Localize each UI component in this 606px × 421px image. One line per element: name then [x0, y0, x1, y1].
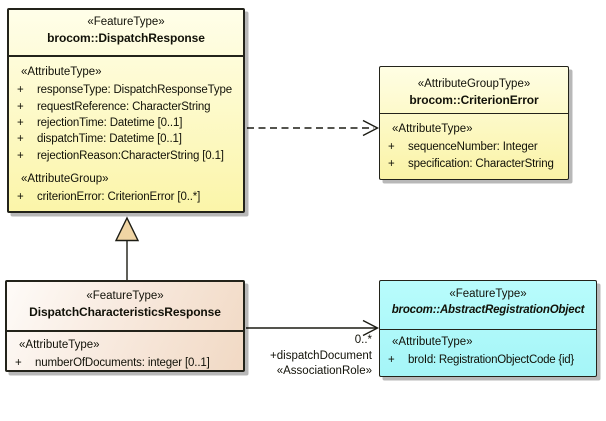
- visibility-marker: +: [17, 133, 24, 146]
- class-name: DispatchCharacteristicsResponse: [29, 305, 221, 319]
- attributes-compartment: «AttributeType» + responseType: Dispatch…: [9, 55, 243, 205]
- attribute-group-heading: «AttributeGroup»: [21, 172, 109, 185]
- class-dispatch-characteristics-response[interactable]: «FeatureType» DispatchCharacteristicsRes…: [5, 280, 245, 372]
- visibility-marker: +: [388, 354, 395, 367]
- attribute-text: rejectionTime: Datetime [0..1]: [37, 116, 183, 129]
- visibility-marker: +: [388, 157, 395, 170]
- class-header: «FeatureType» brocom::DispatchResponse: [9, 10, 243, 55]
- association-role: +dispatchDocument: [270, 349, 372, 362]
- visibility-marker: +: [17, 100, 24, 113]
- visibility-marker: +: [17, 84, 24, 97]
- attribute-section-heading: «AttributeType»: [21, 66, 102, 78]
- class-dispatch-response[interactable]: «FeatureType» brocom::DispatchResponse «…: [7, 8, 245, 213]
- class-stereotype: «AttributeGroupType»: [417, 78, 531, 90]
- attribute-row: + criterionError: CriterionError [0..*]: [15, 189, 239, 205]
- visibility-marker: +: [17, 191, 24, 204]
- class-name: brocom::CriterionError: [409, 93, 539, 107]
- attribute-row: + rejectionTime: Datetime [0..1]: [15, 115, 239, 131]
- class-name: brocom::DispatchResponse: [47, 31, 205, 45]
- class-header: «FeatureType» DispatchCharacteristicsRes…: [7, 282, 243, 330]
- attribute-row: + sequenceNumber: Integer: [386, 139, 564, 155]
- class-stereotype: «FeatureType»: [86, 290, 164, 302]
- generalization-edge[interactable]: [114, 216, 140, 280]
- class-header: «FeatureType» brocom::AbstractRegistrati…: [380, 281, 596, 329]
- attributes-compartment: «AttributeType» + sequenceNumber: Intege…: [380, 113, 568, 172]
- attribute-text: specification: CharacterString: [408, 157, 554, 170]
- attribute-text: sequenceNumber: Integer: [408, 141, 538, 154]
- class-criterion-error[interactable]: «AttributeGroupType» brocom::CriterionEr…: [379, 66, 569, 180]
- visibility-marker: +: [388, 141, 395, 154]
- class-stereotype: «FeatureType»: [87, 16, 165, 28]
- class-name: brocom::AbstractRegistrationObject: [391, 304, 585, 316]
- class-header: «AttributeGroupType» brocom::CriterionEr…: [380, 67, 568, 113]
- association-labels: 0..* +dispatchDocument «AssociationRole»: [222, 333, 372, 380]
- attribute-row: + numberOfDocuments: integer [0..1]: [13, 355, 239, 371]
- visibility-marker: +: [17, 116, 24, 129]
- class-abstract-registration-object[interactable]: «FeatureType» brocom::AbstractRegistrati…: [379, 280, 597, 377]
- attribute-text: requestReference: CharacterString: [37, 100, 211, 113]
- attribute-row: + requestReference: CharacterString: [15, 98, 239, 114]
- attributes-compartment: «AttributeType» + numberOfDocuments: int…: [7, 330, 243, 371]
- class-stereotype: «FeatureType»: [449, 288, 527, 300]
- attribute-row: + broId: RegistrationObjectCode {id}: [386, 352, 592, 368]
- visibility-marker: +: [17, 149, 24, 162]
- attribute-text: responseType: DispatchResponseType: [37, 84, 232, 97]
- attribute-text: rejectionReason:CharacterString [0.1]: [37, 149, 224, 162]
- attribute-row: + dispatchTime: Datetime [0..1]: [15, 131, 239, 147]
- association-stereotype: «AssociationRole»: [276, 365, 372, 378]
- dependency-edge[interactable]: [247, 119, 380, 137]
- association-multiplicity: 0..*: [354, 334, 372, 346]
- attribute-text: numberOfDocuments: integer [0..1]: [35, 357, 210, 370]
- attribute-section-heading: «AttributeType»: [392, 336, 473, 348]
- attribute-row: + specification: CharacterString: [386, 155, 564, 171]
- attribute-section-heading: «AttributeType»: [392, 123, 473, 135]
- attributes-compartment: «AttributeType» + broId: RegistrationObj…: [380, 329, 596, 368]
- attribute-row: + rejectionReason:CharacterString [0.1]: [15, 148, 239, 164]
- attribute-row: + responseType: DispatchResponseType: [15, 82, 239, 98]
- attribute-text: broId: RegistrationObjectCode {id}: [408, 354, 575, 367]
- attribute-section-heading: «AttributeType»: [19, 339, 100, 351]
- attribute-text: criterionError: CriterionError [0..*]: [37, 191, 201, 204]
- attribute-text: dispatchTime: Datetime [0..1]: [37, 133, 182, 146]
- visibility-marker: +: [15, 357, 22, 370]
